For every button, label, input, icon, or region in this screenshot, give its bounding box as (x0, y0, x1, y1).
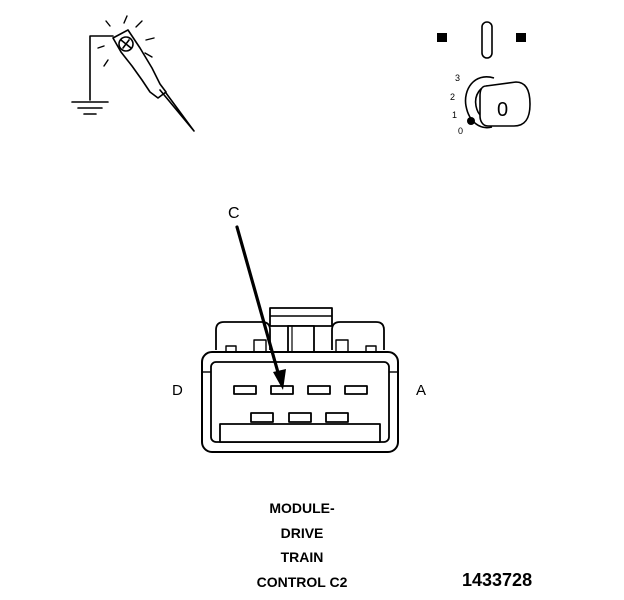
connector-end-label-d: D (172, 382, 183, 399)
probe-body (112, 29, 167, 99)
probe-bulb (118, 36, 134, 52)
indicator-bar (481, 21, 493, 59)
terminal-slot-d (233, 385, 257, 395)
caption-line-2: DRIVE (280, 525, 324, 541)
terminal-slot-b (307, 385, 331, 395)
ignition-key-label: 0 (497, 99, 508, 121)
pointer-arrow-icon (235, 225, 286, 390)
ignition-switch-icon (437, 21, 531, 129)
terminal-slot-lower-2 (288, 412, 312, 423)
indicator-dot-left (437, 33, 447, 42)
ignition-position-3: 3 (455, 73, 460, 83)
terminal-slot-lower-3 (325, 412, 349, 423)
lock-cylinder (464, 76, 495, 129)
position-pointer (467, 117, 475, 125)
figure-number: 1433728 (462, 570, 533, 590)
terminal-slot-lower-1 (250, 412, 274, 423)
light-rays-icon (97, 15, 155, 67)
ground-symbol-icon (71, 101, 109, 115)
indicator-dot-right (516, 33, 526, 42)
ignition-position-1: 1 (452, 110, 457, 120)
connector-latch (269, 307, 333, 327)
test-light-probe-icon (71, 15, 195, 132)
ignition-position-2: 2 (450, 92, 455, 102)
ignition-position-0: 0 (458, 126, 463, 136)
connector-end-label-a: A (416, 382, 427, 399)
connector-key-rail (219, 423, 381, 443)
pointer-label-c: C (228, 205, 240, 222)
ignition-key (479, 81, 531, 127)
connector-c2 (201, 307, 399, 453)
caption-line-1: MODULE- (269, 500, 335, 516)
caption-line-4: CONTROL C2 (256, 574, 348, 590)
ground-wire (89, 35, 114, 101)
terminal-slot-a (344, 385, 368, 395)
caption-line-3: TRAIN (280, 549, 324, 565)
probe-tip (159, 89, 195, 132)
